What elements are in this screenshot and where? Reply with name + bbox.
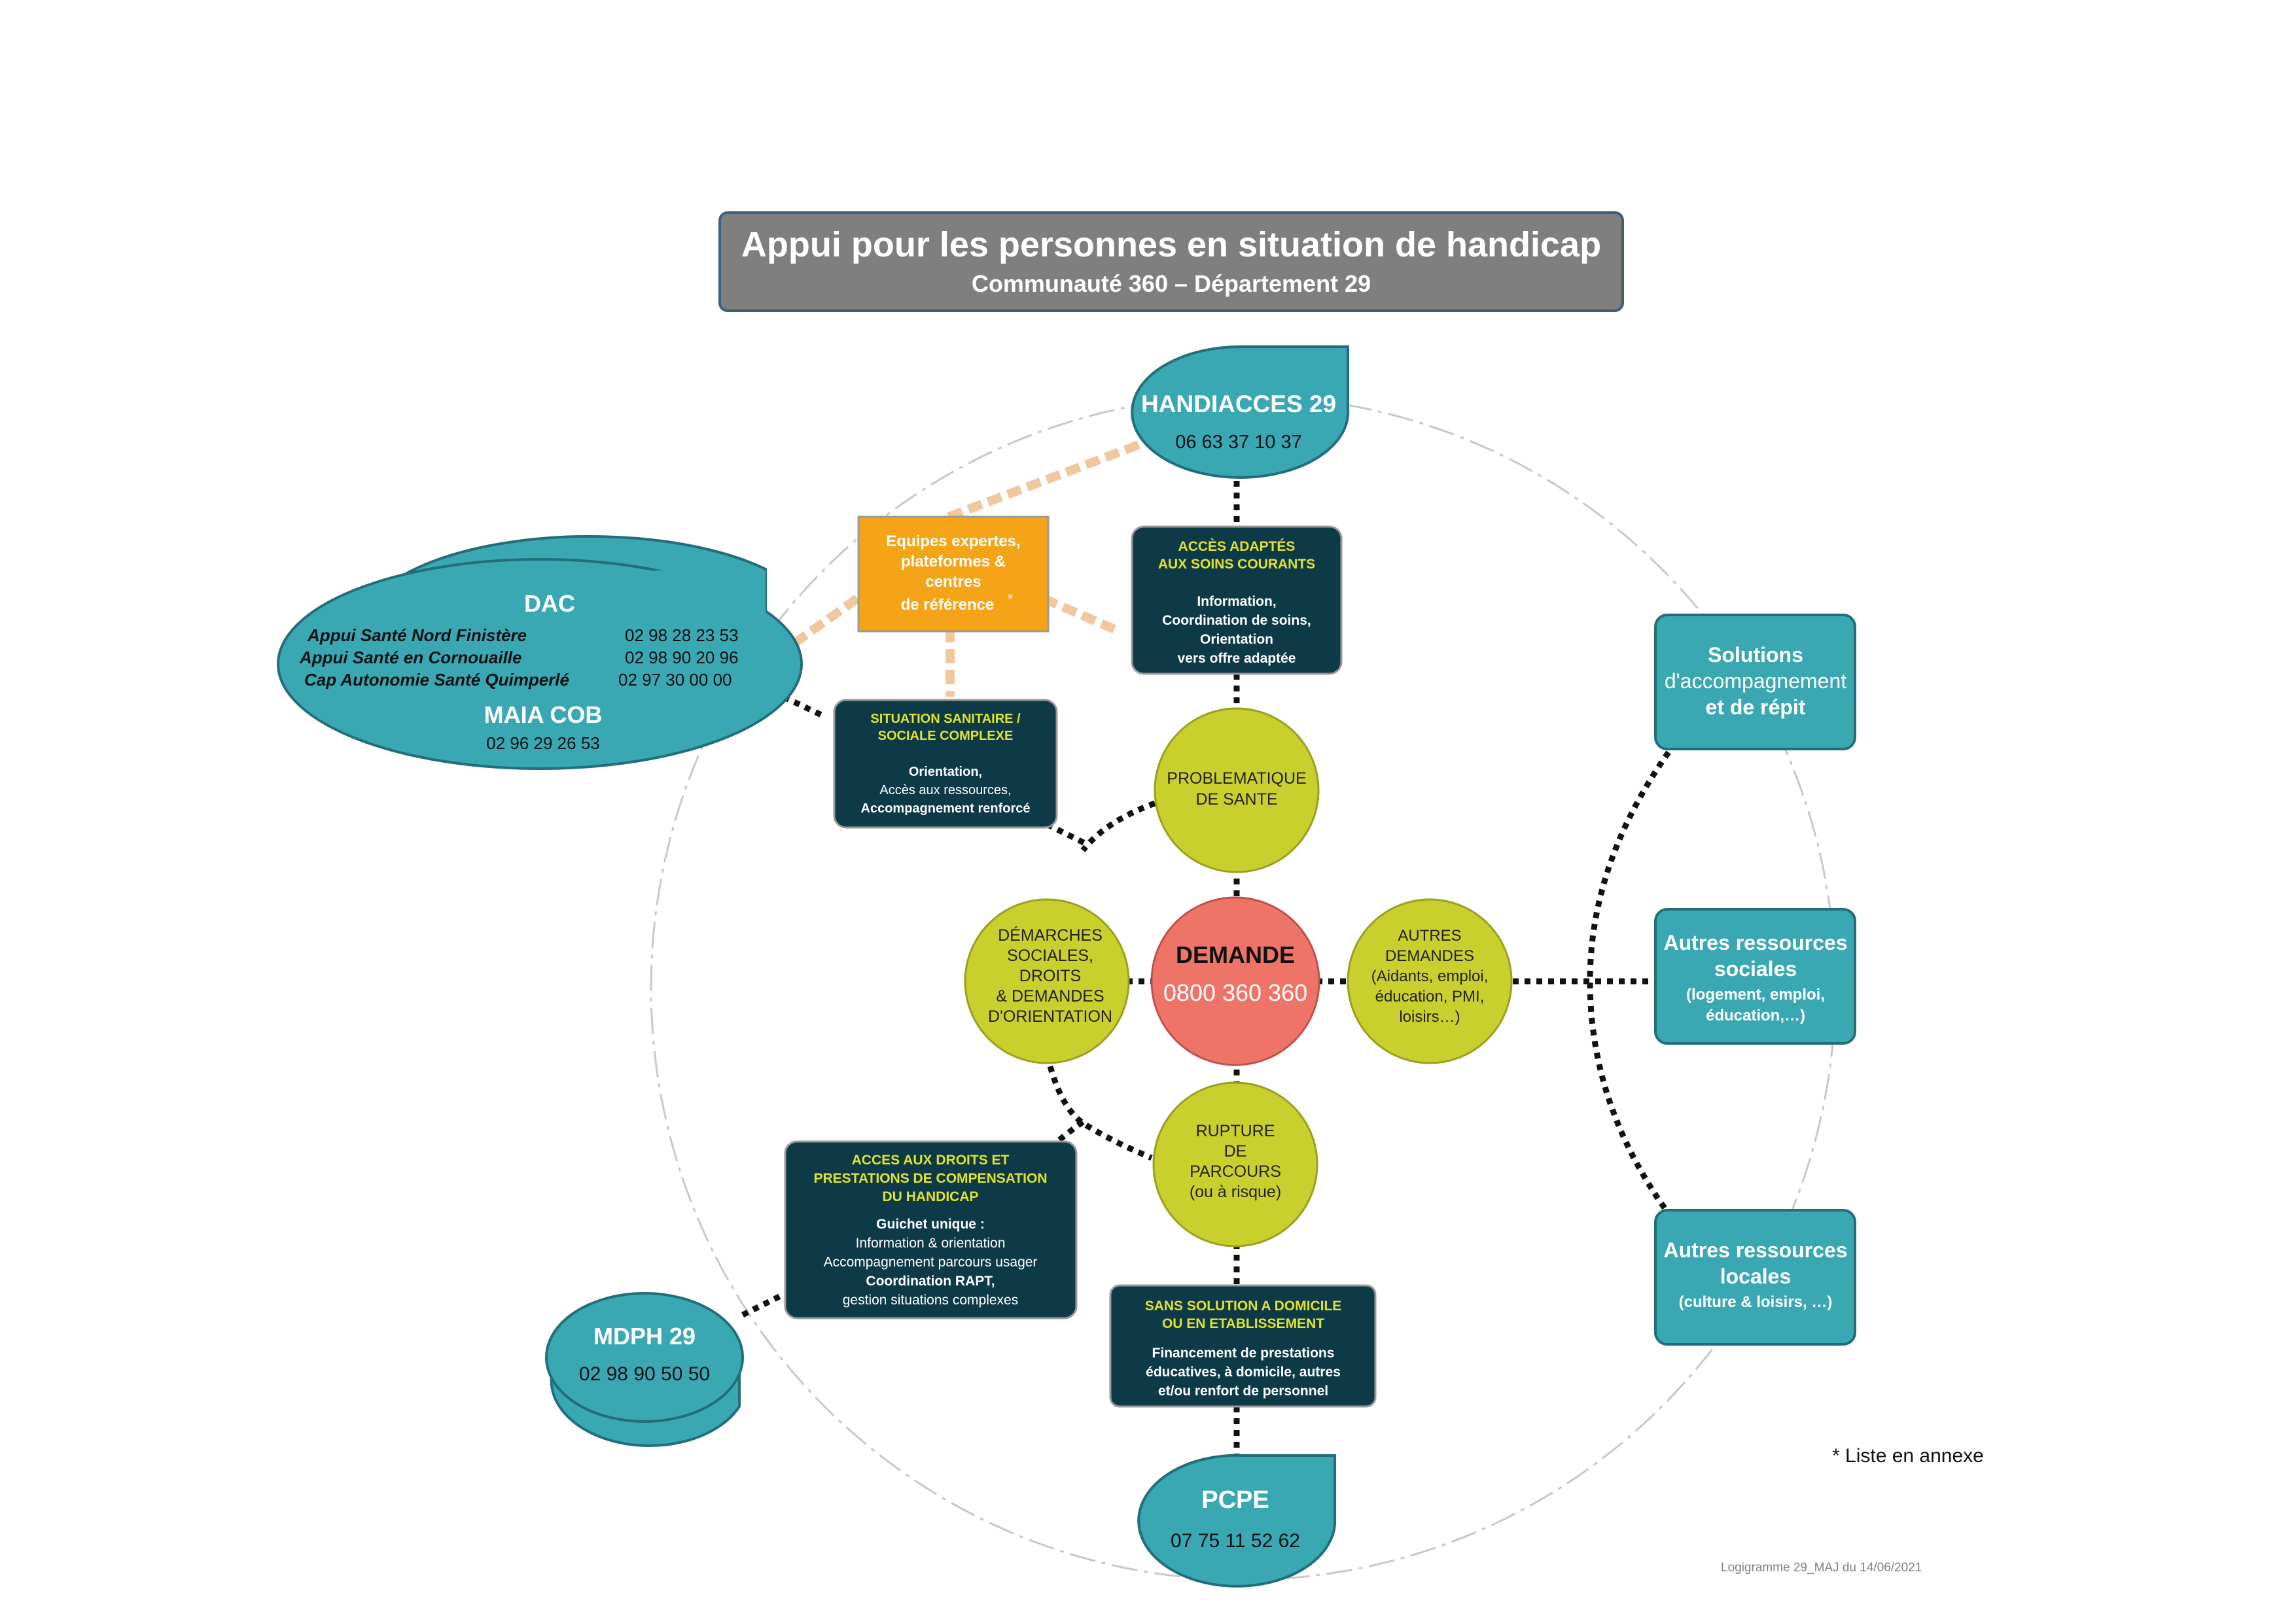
acces-adaptes-box: ACCÈS ADAPTÉS AUX SOINS COURANTS Informa… [1131, 525, 1343, 675]
sans-solution-box: SANS SOLUTION A DOMICILE OU EN ETABLISSE… [1109, 1284, 1377, 1408]
experts-line-3: centres [925, 573, 981, 591]
sans-solution-body-3: et/ou renfort de personnel [1158, 1384, 1328, 1399]
dac-row-2-phone: 02 98 90 20 96 [625, 648, 739, 667]
autres-demandes-circle: AUTRES DEMANDES (Aidants, emploi, éducat… [1347, 898, 1513, 1064]
acces-droits-title-3: DU HANDICAP [883, 1189, 979, 1204]
dac-row-3-label: Cap Autonomie Santé Quimperlé [304, 670, 569, 689]
dac-row-3-phone: 02 97 30 00 00 [618, 670, 732, 689]
autres-locales-body-1: (culture & loisirs, …) [1679, 1293, 1833, 1311]
acces-adaptes-title-2: AUX SOINS COURANTS [1158, 557, 1315, 572]
experts-line-2: plateformes & [901, 553, 1006, 570]
autres-demandes-line-4: éducation, PMI, [1375, 988, 1485, 1005]
dac-node: DAC Appui Santé Nord Finistère 02 98 28 … [277, 535, 803, 770]
autres-demandes-line-5: loisirs…) [1399, 1008, 1460, 1026]
situation-title-2: SOCIALE COMPLEXE [878, 729, 1014, 743]
rupture-line-2: DE [1224, 1142, 1247, 1161]
experts-line-1: Equipes expertes, [886, 532, 1020, 550]
solutions-box: Solutions d'accompagnement et de répit [1654, 614, 1856, 750]
autres-locales-title-2: locales [1720, 1265, 1792, 1288]
title-main: Appui pour les personnes en situation de… [741, 225, 1601, 264]
situation-title-1: SITUATION SANITAIRE / [870, 712, 1021, 726]
autres-locales-box: Autres ressources locales (culture & loi… [1654, 1209, 1856, 1346]
demarches-line-3: DROITS [1019, 967, 1081, 985]
acces-adaptes-title-1: ACCÈS ADAPTÉS [1178, 539, 1296, 554]
acces-droits-box: ACCES AUX DROITS ET PRESTATIONS DE COMPE… [784, 1140, 1078, 1319]
rupture-line-3: PARCOURS [1190, 1162, 1281, 1181]
acces-adaptes-body-2: Coordination de soins, [1162, 613, 1311, 628]
demarches-line-1: DÉMARCHES [998, 926, 1103, 945]
situation-box: SITUATION SANITAIRE / SOCIALE COMPLEXE O… [833, 699, 1058, 829]
situation-body-2: Accès aux ressources, [879, 783, 1011, 797]
situation-body-3: Accompagnement renforcé [861, 801, 1031, 816]
rupture-line-1: RUPTURE [1196, 1122, 1275, 1140]
autres-demandes-line-2: DEMANDES [1385, 947, 1474, 965]
maia-phone: 02 96 29 26 53 [486, 733, 600, 753]
annex-note: * Liste en annexe [1832, 1445, 1984, 1467]
acces-droits-title-1: ACCES AUX DROITS ET [852, 1153, 1010, 1168]
mdph-node: MDPH 29 02 98 90 50 50 [545, 1292, 744, 1447]
demande-circle: DEMANDE 0800 360 360 [1150, 896, 1320, 1066]
maia-name: MAIA COB [484, 701, 603, 728]
pcpe-node: PCPE 07 75 11 52 62 [1137, 1454, 1336, 1588]
pcpe-phone: 07 75 11 52 62 [1171, 1530, 1300, 1552]
experts-line-4: de référence [901, 596, 995, 614]
experts-connectors [752, 440, 1140, 697]
solutions-line-2: d'accompagnement [1665, 669, 1846, 693]
problematique-line-1: PROBLEMATIQUE [1167, 769, 1306, 788]
demarches-circle: DÉMARCHES SOCIALES, DROITS & DEMANDES D'… [964, 898, 1130, 1064]
handiacces-name: HANDIACCES 29 [1141, 391, 1336, 417]
demande-label: DEMANDE [1176, 941, 1295, 968]
acces-adaptes-body-4: vers offre adaptée [1178, 651, 1296, 666]
demarches-line-2: SOCIALES, [1007, 947, 1093, 965]
handiacces-node: HANDIACCES 29 06 63 37 10 37 [1131, 345, 1350, 479]
rupture-circle: RUPTURE DE PARCOURS (ou à risque) [1152, 1081, 1318, 1248]
acces-droits-body-3: Accompagnement parcours usager [824, 1255, 1038, 1270]
experts-star: * [1008, 592, 1013, 606]
acces-droits-body-5: gestion situations complexes [843, 1293, 1018, 1308]
rupture-line-4: (ou à risque) [1190, 1183, 1281, 1201]
problematique-circle: PROBLEMATIQUE DE SANTE [1154, 707, 1320, 873]
solutions-line-1: Solutions [1708, 643, 1803, 667]
demarches-line-5: D'ORIENTATION [988, 1007, 1112, 1026]
sans-solution-title-1: SANS SOLUTION A DOMICILE [1145, 1299, 1342, 1314]
autres-locales-title-1: Autres ressources [1663, 1238, 1847, 1262]
acces-droits-title-2: PRESTATIONS DE COMPENSATION [813, 1171, 1047, 1186]
mdph-phone: 02 98 90 50 50 [579, 1363, 710, 1385]
acces-adaptes-body-1: Information, [1197, 594, 1276, 609]
solutions-line-3: et de répit [1706, 695, 1806, 719]
acces-adaptes-body-3: Orientation [1200, 632, 1273, 647]
autres-demandes-line-3: (Aidants, emploi, [1371, 968, 1489, 985]
demande-phone: 0800 360 360 [1163, 979, 1307, 1006]
acces-droits-body-2: Information & orientation [856, 1236, 1006, 1251]
mdph-name: MDPH 29 [593, 1323, 696, 1350]
situation-body-1: Orientation, [909, 765, 982, 779]
sans-solution-body-2: éducatives, à domicile, autres [1146, 1365, 1341, 1380]
title-box: Appui pour les personnes en situation de… [718, 211, 1624, 312]
dac-row-1-phone: 02 98 28 23 53 [625, 625, 739, 645]
autres-sociales-body-2: éducation,…) [1706, 1007, 1805, 1024]
dotted-connectors [741, 481, 1671, 1456]
dac-name: DAC [524, 590, 575, 617]
problematique-line-2: DE SANTE [1195, 790, 1277, 809]
dac-row-2-label: Appui Santé en Cornouaille [299, 648, 521, 667]
autres-demandes-line-1: AUTRES [1398, 927, 1461, 945]
acces-droits-body-1: Guichet unique : [876, 1217, 985, 1232]
acces-droits-body-4: Coordination RAPT, [866, 1274, 995, 1289]
sans-solution-body-1: Financement de prestations [1152, 1346, 1335, 1361]
sans-solution-title-2: OU EN ETABLISSEMENT [1162, 1316, 1324, 1331]
demarches-line-4: & DEMANDES [996, 987, 1104, 1005]
footer-version: Logigramme 29_MAJ du 14/06/2021 [1721, 1561, 1922, 1575]
dac-row-1-label: Appui Santé Nord Finistère [307, 625, 527, 645]
autres-sociales-title-2: sociales [1714, 957, 1797, 981]
experts-box: Equipes expertes, plateformes & centres … [857, 515, 1050, 633]
autres-sociales-body-1: (logement, emploi, [1686, 986, 1825, 1003]
pcpe-name: PCPE [1201, 1486, 1269, 1514]
autres-sociales-title-1: Autres ressources [1663, 931, 1847, 954]
title-sub: Communauté 360 – Département 29 [972, 270, 1371, 297]
handiacces-phone: 06 63 37 10 37 [1175, 432, 1302, 453]
autres-sociales-box: Autres ressources sociales (logement, em… [1654, 908, 1856, 1045]
